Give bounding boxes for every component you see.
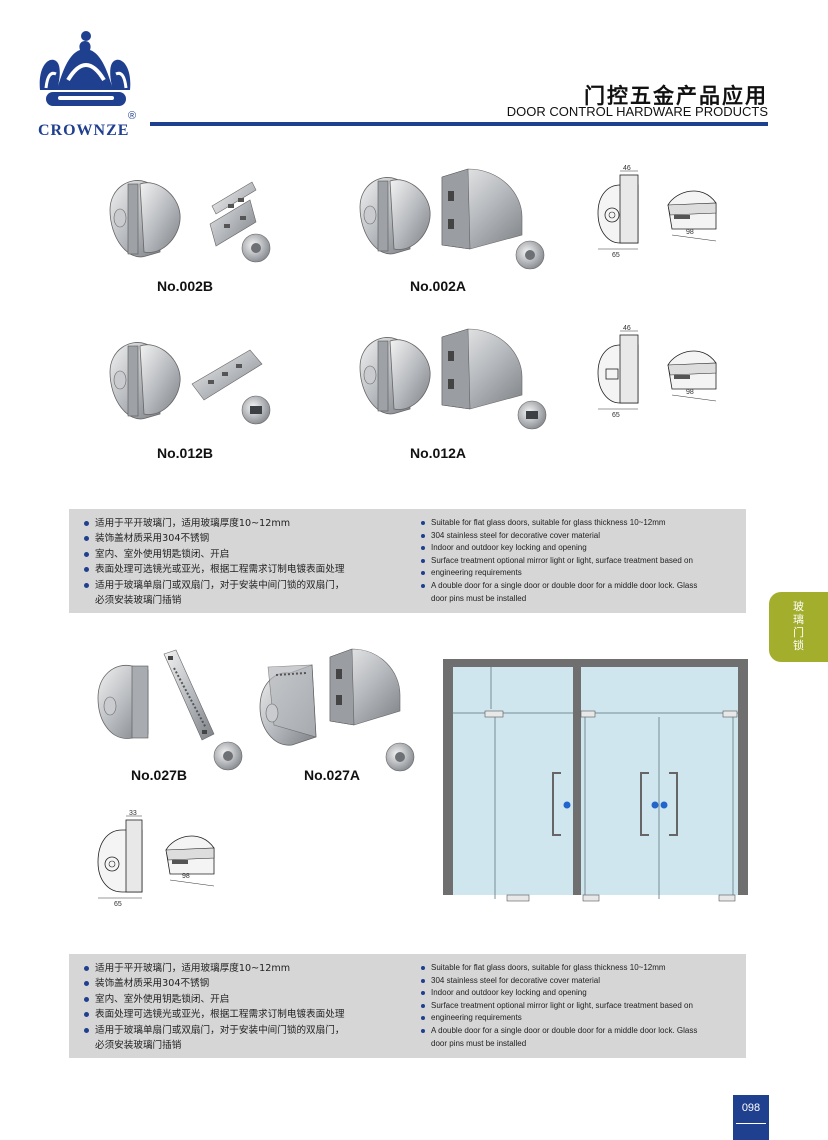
side-tab-char: 玻 [793,600,804,613]
spec-en-item: door pins must be installed [431,593,527,603]
dim-002-top: 46 [623,165,631,172]
product-image-002b [100,168,280,268]
dimension-drawing-027: 33 65 98 [90,808,230,910]
crownze-logo: CROWNZE ® [32,30,142,145]
spec-cn-item: 必须安装玻璃门插销 [95,1040,182,1052]
dimension-drawing-012: 46 65 98 [590,323,730,423]
dim-002-side: 65 [612,252,620,259]
brand-name: CROWNZE [38,122,130,139]
side-tab-char: 门 [793,626,804,639]
spec-cn-item: 室内、室外使用钥匙锁闭、开启 [81,547,411,562]
product-image-027a [254,645,424,775]
spec-cn-item: 必须安装玻璃门插销 [95,595,182,607]
spec-cn-item: 适用于平开玻璃门，适用玻璃厚度10~12mm [81,961,411,976]
glass-door-illustration [443,659,748,905]
spec-cn-item: 室内、室外使用钥匙锁闭、开启 [81,992,411,1007]
dim-027-depth: 98 [182,873,190,880]
dim-027-side: 65 [114,901,122,908]
spec-en-item: A double door for a single door or doubl… [419,580,739,593]
page-title-en: DOOR CONTROL HARDWARE PRODUCTS [506,104,768,119]
spec-en-item: engineering requirements [419,567,739,580]
header-rule [150,122,768,126]
dim-012-top: 46 [623,325,631,332]
dim-002-depth: 98 [686,229,694,236]
model-label-027b: No.027B [131,767,188,783]
spec-en-item: Suitable for flat glass doors, suitable … [419,517,739,530]
spec-en-item: Suitable for flat glass doors, suitable … [419,962,739,975]
page-title-cn: 门控五金产品应用 [584,84,768,108]
side-tab-char: 锁 [793,639,804,652]
spec-cn-item: 装饰盖材质采用304不锈钢 [81,531,411,546]
spec-cn-item: 表面处理可选镜光或亚光，根据工程需求订制电镀表面处理 [81,1007,411,1022]
spec-en-item: 304 stainless steel for decorative cover… [419,530,739,543]
product-image-027b [88,648,258,774]
model-label-002b: No.002B [157,278,214,294]
model-label-012a: No.012A [410,445,467,461]
spec-cn-item: 适用于玻璃单扇门或双扇门，对于安装中间门锁的双扇门， [81,578,411,593]
spec-en-item: A double door for a single door or doubl… [419,1025,739,1038]
spec-list-cn-2: 适用于平开玻璃门，适用玻璃厚度10~12mm 装饰盖材质采用304不锈钢 室内、… [81,961,411,1053]
model-label-027a: No.027A [304,767,361,783]
spec-en-item: Surface treatment optional mirror light … [419,1000,739,1013]
model-label-002a: No.002A [410,278,467,294]
spec-list-cn-1: 适用于平开玻璃门，适用玻璃厚度10~12mm 装饰盖材质采用304不锈钢 室内、… [81,516,411,608]
spec-cn-item: 表面处理可选镜光或亚光，根据工程需求订制电镀表面处理 [81,562,411,577]
dim-012-depth: 98 [686,389,694,396]
page-number-rule [736,1123,766,1124]
spec-en-item: 304 stainless steel for decorative cover… [419,975,739,988]
registered-mark: ® [128,110,137,122]
spec-cn-item: 适用于玻璃单扇门或双扇门，对于安装中间门锁的双扇门， [81,1023,411,1038]
product-image-012a [350,325,570,433]
spec-list-en-2: Suitable for flat glass doors, suitable … [419,962,739,1050]
side-tab-char: 璃 [793,613,804,626]
spec-box-1: 适用于平开玻璃门，适用玻璃厚度10~12mm 装饰盖材质采用304不锈钢 室内、… [69,509,746,613]
dimension-drawing-002: 46 65 98 [590,163,730,263]
spec-cn-item: 适用于平开玻璃门，适用玻璃厚度10~12mm [81,516,411,531]
page-number: 098 [733,1095,769,1140]
category-side-tab: 玻 璃 门 锁 [769,592,828,662]
product-image-002a [350,165,570,273]
spec-en-item: Indoor and outdoor key locking and openi… [419,987,739,1000]
spec-en-item: engineering requirements [419,1012,739,1025]
page-number-text: 098 [741,1102,761,1114]
crown-icon [39,31,131,106]
spec-en-item: Indoor and outdoor key locking and openi… [419,542,739,555]
spec-en-item: Surface treatment optional mirror light … [419,555,739,568]
spec-cn-item: 装饰盖材质采用304不锈钢 [81,976,411,991]
spec-en-item: door pins must be installed [431,1038,527,1048]
spec-list-en-1: Suitable for flat glass doors, suitable … [419,517,739,605]
dim-012-side: 65 [612,412,620,419]
dim-027-top: 33 [129,810,137,817]
spec-box-2: 适用于平开玻璃门，适用玻璃厚度10~12mm 装饰盖材质采用304不锈钢 室内、… [69,954,746,1058]
model-label-012b: No.012B [157,445,214,461]
product-image-012b [100,330,280,430]
